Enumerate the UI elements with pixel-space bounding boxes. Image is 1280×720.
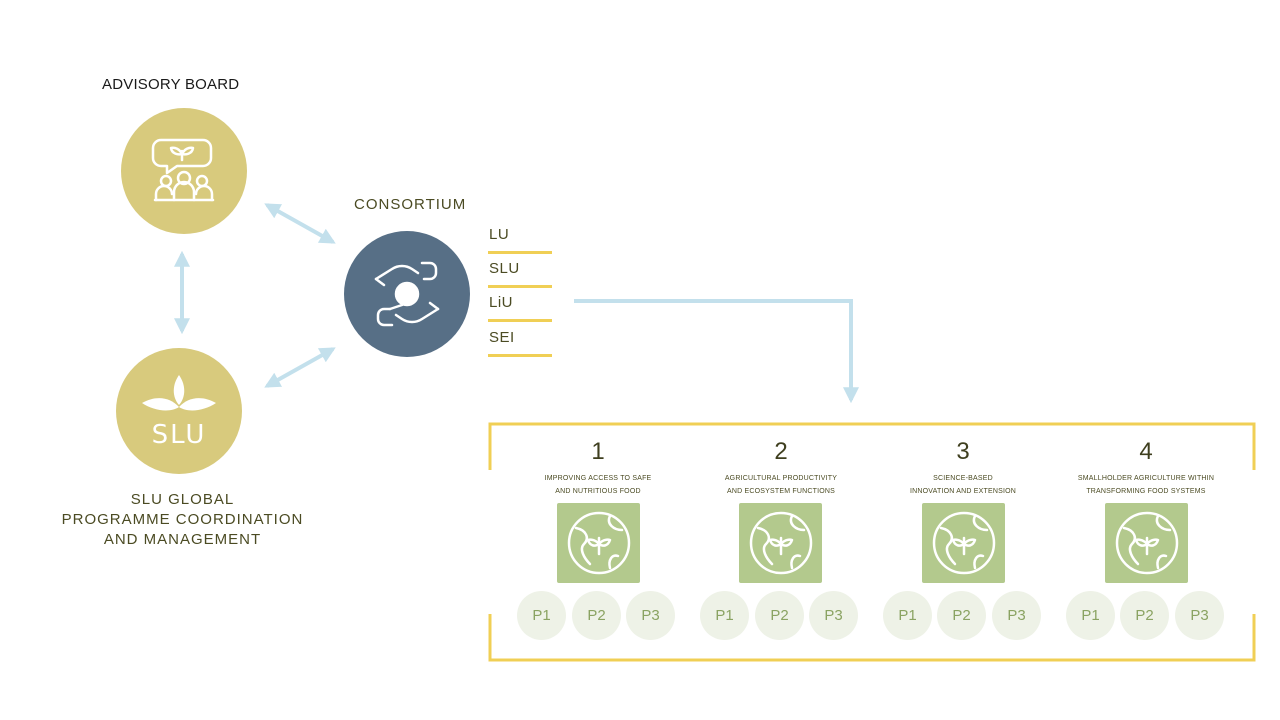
theme-column: 2 AGRICULTURAL PRODUCTIVITY AND ECOSYSTE… <box>691 438 871 498</box>
consortium-member-label: SEI <box>489 329 515 346</box>
consortium-member: SEI <box>488 329 552 357</box>
project-circle[interactable]: P1 <box>517 591 566 640</box>
arrow-advisory-consortium <box>264 203 336 244</box>
project-circle[interactable]: P1 <box>883 591 932 640</box>
theme-globe-box[interactable] <box>922 503 1005 583</box>
consortium-member-label: LU <box>489 226 510 243</box>
theme-description: AGRICULTURAL PRODUCTIVITY AND ECOSYSTEM … <box>691 472 871 498</box>
arrow-consortium-themes <box>574 299 859 404</box>
project-circle[interactable]: P3 <box>809 591 858 640</box>
consortium-circle[interactable] <box>344 231 470 357</box>
project-circle[interactable]: P2 <box>1120 591 1169 640</box>
consortium-member: SLU <box>488 260 552 288</box>
project-circle[interactable]: P3 <box>626 591 675 640</box>
hands-holding-icon <box>374 261 440 327</box>
consortium-member: LU <box>488 226 552 254</box>
project-circle[interactable]: P1 <box>1066 591 1115 640</box>
member-underline <box>488 319 552 322</box>
theme-globe-box[interactable] <box>739 503 822 583</box>
theme-number: 4 <box>1139 438 1153 465</box>
theme-description-line: SMALLHOLDER AGRICULTURE WITHIN <box>1077 475 1215 482</box>
project-circle[interactable]: P3 <box>992 591 1041 640</box>
people-discussion-icon <box>151 138 215 202</box>
themes-frame <box>488 422 1256 662</box>
theme-number: 3 <box>956 438 970 465</box>
theme-description: IMPROVING ACCESS TO SAFE AND NUTRITIOUS … <box>508 472 688 498</box>
theme-globe-box[interactable] <box>1105 503 1188 583</box>
project-circle[interactable]: P3 <box>1175 591 1224 640</box>
theme-description-line: AND ECOSYSTEM FUNCTIONS <box>726 488 836 495</box>
theme-description-line: IMPROVING ACCESS TO SAFE <box>544 475 652 482</box>
theme-description: SMALLHOLDER AGRICULTURE WITHIN TRANSFORM… <box>1056 472 1236 498</box>
theme-number: 1 <box>591 438 605 465</box>
project-circle[interactable]: P2 <box>755 591 804 640</box>
advisory-board-title: ADVISORY BOARD <box>102 76 240 93</box>
coordination-line: PROGRAMME COORDINATION <box>61 511 304 528</box>
member-underline <box>488 285 552 288</box>
consortium-member: LiU <box>488 294 552 322</box>
theme-column: 4 SMALLHOLDER AGRICULTURE WITHIN TRANSFO… <box>1056 438 1236 498</box>
consortium-title: CONSORTIUM <box>354 196 467 213</box>
theme-description-line: AGRICULTURAL PRODUCTIVITY <box>724 475 838 482</box>
arrow-slu-consortium <box>264 347 336 388</box>
globe-leaf-icon <box>749 511 812 575</box>
theme-description: SCIENCE-BASED INNOVATION AND EXTENSION <box>873 472 1053 498</box>
theme-description-line: AND NUTRITIOUS FOOD <box>555 488 641 495</box>
theme-description-line: INNOVATION AND EXTENSION <box>909 488 1017 495</box>
project-circle[interactable]: P2 <box>937 591 986 640</box>
theme-column: 3 SCIENCE-BASED INNOVATION AND EXTENSION <box>873 438 1053 498</box>
slu-logo-circle[interactable]: SLU <box>116 348 242 474</box>
coordination-caption: SLU GLOBAL PROGRAMME COORDINATION AND MA… <box>40 490 325 550</box>
advisory-board-circle[interactable] <box>121 108 247 234</box>
member-underline <box>488 251 552 254</box>
theme-column: 1 IMPROVING ACCESS TO SAFE AND NUTRITIOU… <box>508 438 688 498</box>
coordination-line: SLU GLOBAL <box>130 491 235 508</box>
theme-description-line: SCIENCE-BASED <box>933 475 993 482</box>
globe-leaf-icon <box>1115 511 1178 575</box>
slu-logo-text: SLU <box>152 420 207 450</box>
slu-logo-icon: SLU <box>142 375 216 450</box>
theme-globe-box[interactable] <box>557 503 640 583</box>
globe-leaf-icon <box>932 511 995 575</box>
coordination-line: AND MANAGEMENT <box>103 531 262 548</box>
consortium-member-label: LiU <box>489 294 514 311</box>
theme-description-line: TRANSFORMING FOOD SYSTEMS <box>1086 488 1206 495</box>
member-underline <box>488 354 552 357</box>
project-circle[interactable]: P1 <box>700 591 749 640</box>
globe-leaf-icon <box>567 511 630 575</box>
consortium-member-label: SLU <box>489 260 520 277</box>
theme-number: 2 <box>774 438 788 465</box>
project-circle[interactable]: P2 <box>572 591 621 640</box>
